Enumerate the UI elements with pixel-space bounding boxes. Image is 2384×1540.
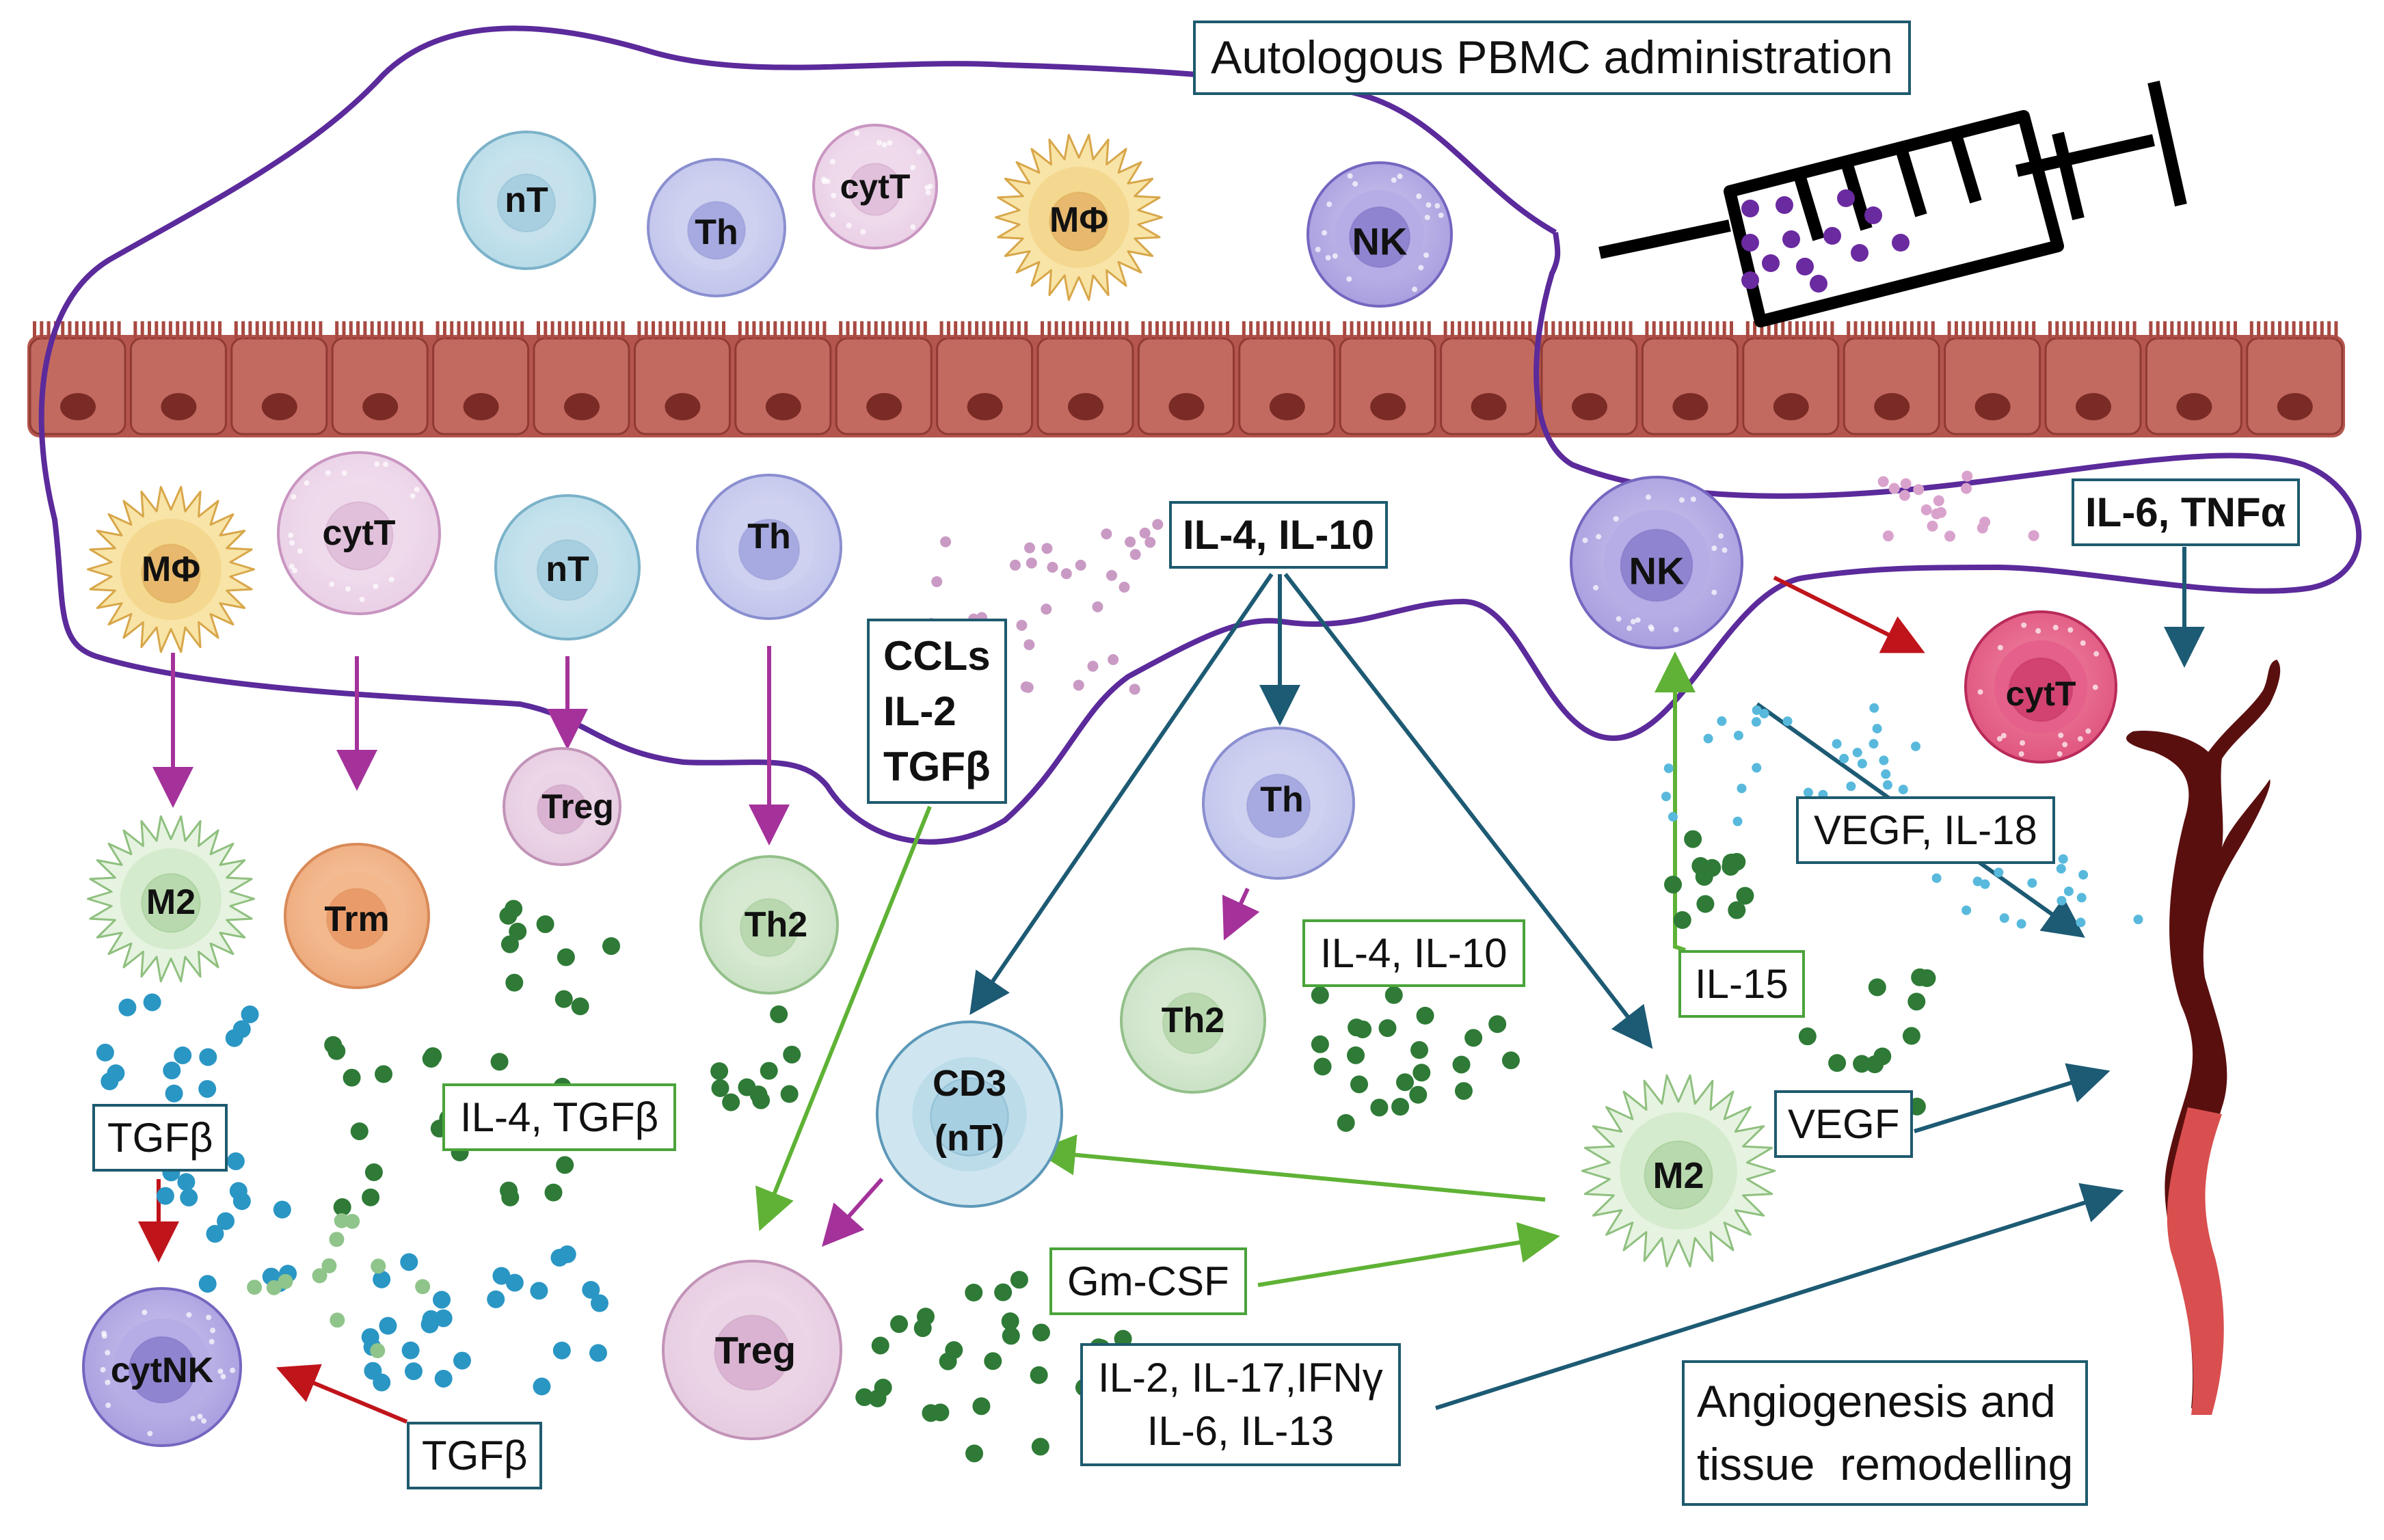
label-angiogenesis-line-1: Angiogenesis and bbox=[1697, 1376, 2056, 1427]
cell-label-mphi-lower: MΦ bbox=[142, 550, 200, 589]
label-vegf: VEGF bbox=[1774, 1090, 1914, 1158]
label-il2-line-2: IL-6, IL-13 bbox=[1147, 1408, 1335, 1454]
cell-th-upper bbox=[647, 158, 786, 297]
cell-mphi-upper bbox=[994, 133, 1164, 301]
pbmc-boundary bbox=[38, 25, 2362, 845]
epithelium-layer bbox=[27, 321, 2345, 437]
label-ccls-group: CCLs IL-2 TGFβ bbox=[867, 619, 1007, 804]
cell-label-cytt-lower: cytT bbox=[323, 513, 396, 553]
cell-th-middle bbox=[1202, 727, 1355, 880]
arrow-il4-to-cd3 bbox=[969, 573, 1274, 1015]
cell-label-trm: Trm bbox=[324, 900, 389, 939]
syringe-cells bbox=[1741, 189, 1910, 293]
label-il4-tgfb: IL-4, TGFβ bbox=[442, 1083, 677, 1151]
label-tgfb-bottom: TGFβ bbox=[407, 1422, 543, 1489]
label-il15: IL-15 bbox=[1678, 950, 1805, 1018]
cell-label-mphi-upper: MΦ bbox=[1049, 200, 1108, 240]
label-ccls-line-2: IL-2 bbox=[883, 688, 956, 734]
label-tgfb-left: TGFβ bbox=[92, 1104, 228, 1172]
cell-cd3 bbox=[876, 1021, 1063, 1208]
cell-treg-lower bbox=[662, 1260, 842, 1440]
cell-cytt-upper bbox=[812, 124, 938, 249]
label-angiogenesis: Angiogenesis and tissue remodelling bbox=[1682, 1360, 2089, 1506]
cell-treg-upper bbox=[503, 747, 621, 866]
arrow-m2-to-cd3 bbox=[1034, 1134, 1546, 1202]
title-box: Autologous PBMC administration bbox=[1193, 21, 1911, 95]
label-il2-line-1: IL-2, IL-17,IFNγ bbox=[1098, 1355, 1383, 1401]
label-ccls-line-3: TGFβ bbox=[883, 744, 991, 789]
cell-cytt-red bbox=[1964, 610, 2117, 764]
arrow-nk-to-cytt bbox=[1773, 576, 1925, 653]
cell-nk-lower bbox=[1570, 476, 1743, 649]
label-vegf-il18: VEGF, IL-18 bbox=[1796, 796, 2055, 864]
arrow-il15-to-nk bbox=[1655, 651, 1696, 952]
arrow-ccls-to-treg bbox=[755, 805, 932, 1232]
cell-label-th-lower: Th bbox=[747, 517, 791, 556]
cell-label-treg-lower: Treg bbox=[715, 1329, 796, 1372]
cell-th2-middle bbox=[1120, 947, 1266, 1094]
cytokine-dots bbox=[96, 470, 2167, 1465]
cell-label-nt-lower: nT bbox=[546, 550, 589, 589]
cell-trm bbox=[284, 843, 430, 989]
cell-m2-left bbox=[86, 815, 256, 983]
cell-cytnk bbox=[82, 1287, 242, 1447]
cell-label-m2-right: M2 bbox=[1652, 1155, 1704, 1196]
cell-cytt-lower bbox=[277, 451, 441, 615]
cell-label-nk-upper: NK bbox=[1352, 220, 1408, 263]
label-ccls-line-1: CCLs bbox=[883, 633, 991, 679]
cell-label-cd3: CD3 bbox=[933, 1063, 1006, 1104]
label-angiogenesis-line-2: tissue remodelling bbox=[1697, 1439, 2074, 1490]
cell-th-lower bbox=[696, 474, 842, 620]
cell-label-nt-upper: nT bbox=[505, 180, 548, 220]
cell-nt-lower bbox=[494, 494, 641, 640]
label-gmcsf: Gm-CSF bbox=[1049, 1247, 1247, 1315]
arrow-cd3-to-treg bbox=[822, 1178, 884, 1247]
cell-th2-left bbox=[699, 855, 839, 995]
cell-nt-upper bbox=[457, 131, 596, 270]
arrow-vegf bbox=[1914, 1063, 2111, 1133]
cell-mphi-lower bbox=[86, 485, 256, 653]
cell-label-cd3-nt: (nT) bbox=[935, 1118, 1004, 1159]
cell-label-th-upper: Th bbox=[695, 213, 738, 252]
cell-label-treg-upper: Treg bbox=[541, 787, 614, 826]
arrow-th-to-th2-right bbox=[1222, 887, 1260, 941]
arrow-gmcsf-to-m2 bbox=[1257, 1222, 1560, 1287]
cell-label-m2-left: M2 bbox=[146, 882, 196, 922]
arrow-il2-group bbox=[1435, 1183, 2124, 1410]
cell-nk-upper bbox=[1307, 161, 1453, 308]
cell-label-cytnk: cytNK bbox=[111, 1351, 214, 1390]
cell-label-th2-left: Th2 bbox=[745, 905, 807, 945]
arrow-tgfb-bottom-to-cytnk bbox=[276, 1364, 408, 1424]
cell-label-nk-lower: NK bbox=[1629, 550, 1685, 593]
label-il4-il10-top: IL-4, IL-10 bbox=[1169, 501, 1389, 569]
blood-vessel-icon bbox=[2126, 660, 2281, 1415]
cell-label-cytt-red: cytT bbox=[2006, 675, 2076, 713]
syringe-icon bbox=[1598, 81, 2187, 327]
cell-label-th2-middle: Th2 bbox=[1162, 1001, 1224, 1040]
cell-label-th-middle: Th bbox=[1260, 780, 1304, 820]
cell-label-cytt-upper: cytT bbox=[840, 167, 911, 206]
label-il6-tnfa: IL-6, TNFα bbox=[2072, 478, 2300, 546]
label-il2-group: IL-2, IL-17,IFNγ IL-6, IL-13 bbox=[1080, 1343, 1401, 1466]
label-il4-il10-green: IL-4, IL-10 bbox=[1302, 919, 1525, 987]
arrow-il4-to-m2 bbox=[1283, 573, 1653, 1049]
cell-m2-right bbox=[1581, 1074, 1776, 1268]
